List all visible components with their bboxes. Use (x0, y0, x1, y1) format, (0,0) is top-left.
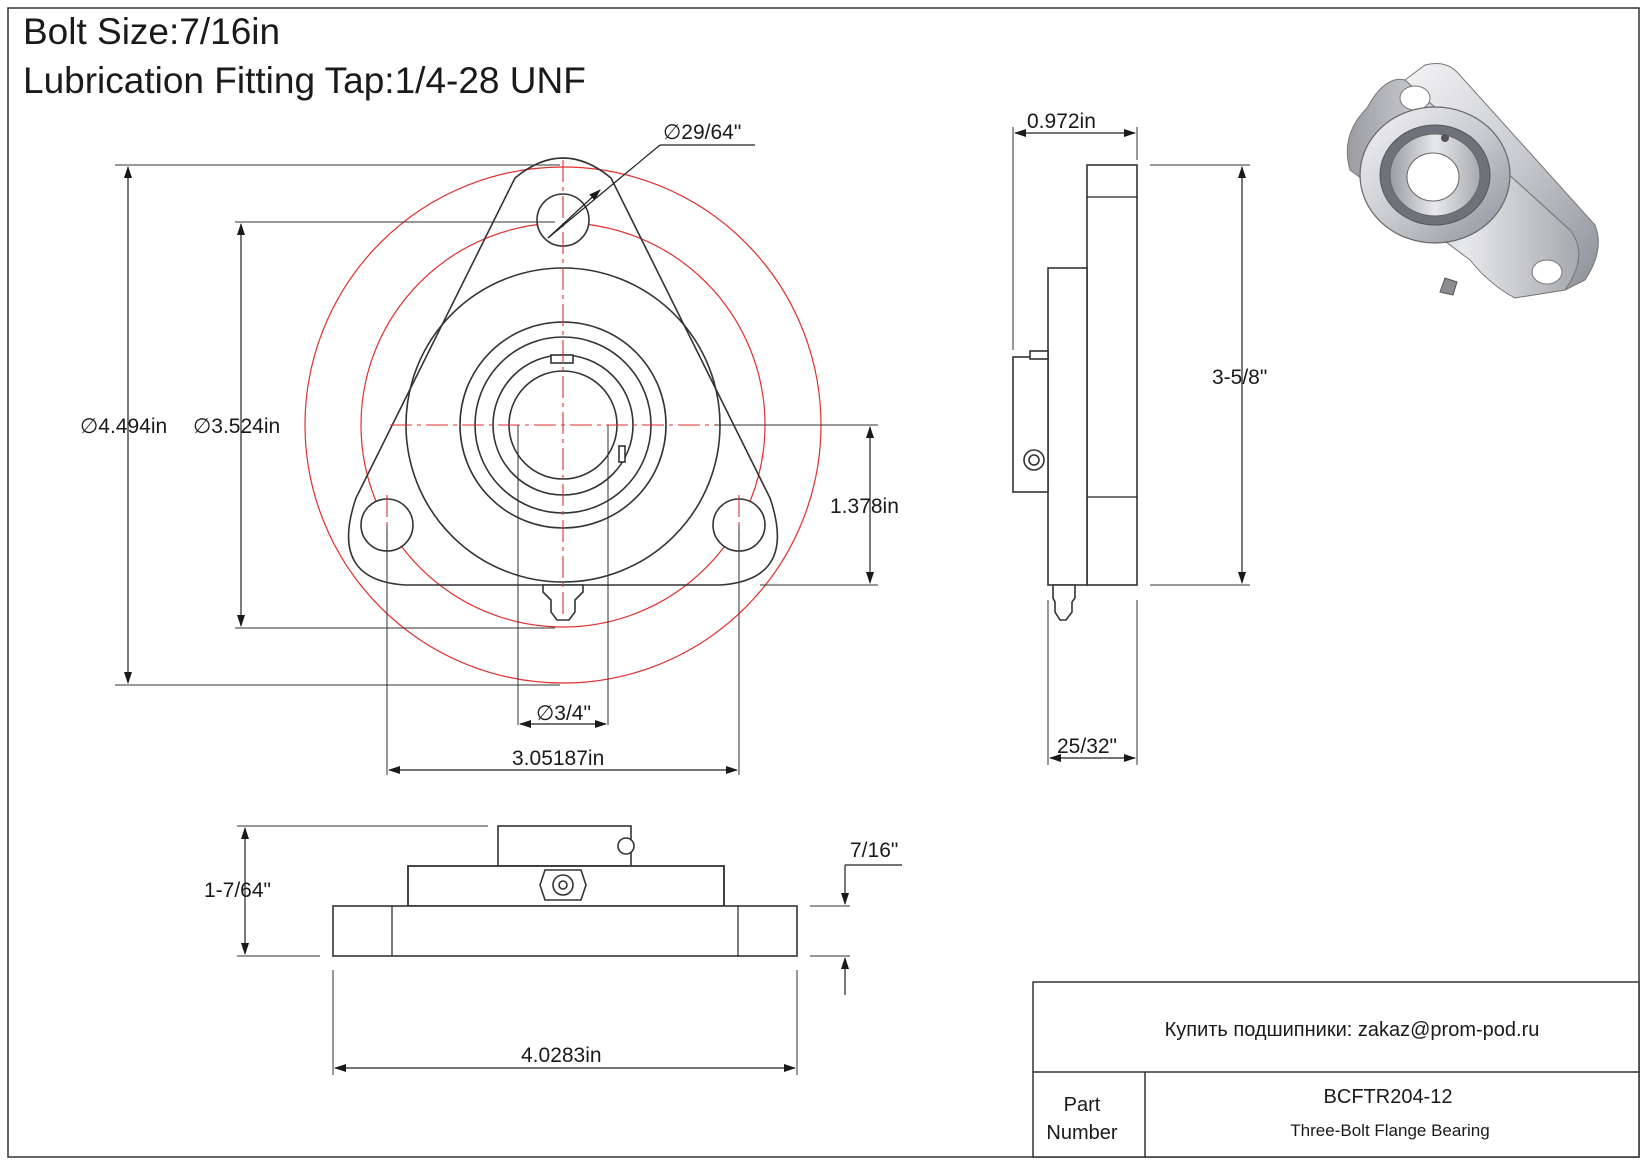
bolt-circle-dia-label: ∅3.524in (193, 415, 280, 438)
bottom-flange (332, 905, 798, 957)
part-label-line1: Part (1064, 1094, 1101, 1116)
side-width-label: 0.972in (1027, 110, 1096, 133)
bottom-collar (497, 825, 632, 867)
set-screw-nub (550, 354, 574, 364)
bolt-size-title: Bolt Size:7/16in (23, 11, 280, 52)
front-view: ∅29/64" ∅4.494in ∅3.524in 1.378in ∅3/4" … (80, 121, 899, 775)
iso-hole-bottom (1531, 259, 1563, 285)
overall-height-label: 1-7/64" (204, 879, 271, 902)
iso-bore (1406, 152, 1460, 202)
side-collar-lip (1029, 350, 1049, 360)
part-number: BCFTR204-12 (1324, 1086, 1453, 1108)
side-nub (618, 445, 626, 463)
purchase-contact-text: Купить подшипники: zakaz@prom-pod.ru (1165, 1019, 1540, 1041)
title-block: Купить подшипники: zakaz@prom-pod.ru Par… (1032, 981, 1640, 1158)
side-height-label: 3-5/8" (1212, 366, 1267, 389)
side-housing (1047, 267, 1088, 586)
center-height-label: 1.378in (830, 495, 899, 518)
lubrication-fitting-title: Lubrication Fitting Tap:1/4-28 UNF (23, 60, 586, 101)
title-block-frame (1032, 981, 1640, 1158)
iso-grease-fitting (1439, 277, 1458, 296)
flange-height-label: 7/16" (850, 839, 898, 862)
side-collar (1012, 356, 1049, 493)
side-grease-fitting (1052, 584, 1076, 621)
isometric-render (1346, 63, 1599, 299)
side-flange (1086, 164, 1138, 586)
hole-spacing-label: 3.05187in (512, 747, 604, 770)
bottom-view: 1-7/64" 7/16" 4.0283in (204, 825, 902, 1075)
bore-dia-label: ∅3/4" (536, 702, 591, 725)
outer-dia-label: ∅4.494in (80, 415, 167, 438)
length-label: 4.0283in (521, 1044, 602, 1067)
part-description: Three-Bolt Flange Bearing (1290, 1121, 1489, 1140)
flange-thickness-label: 25/32" (1057, 735, 1117, 758)
side-view: 0.972in 3-5/8" 25/32" (1012, 110, 1267, 765)
sheet-border (7, 7, 1640, 1158)
hole-dia-label: ∅29/64" (663, 121, 741, 144)
iso-hole-top (1399, 85, 1431, 111)
part-label-line2: Number (1046, 1122, 1117, 1144)
flange-outline (347, 157, 779, 586)
bottom-set-screw (617, 837, 635, 855)
